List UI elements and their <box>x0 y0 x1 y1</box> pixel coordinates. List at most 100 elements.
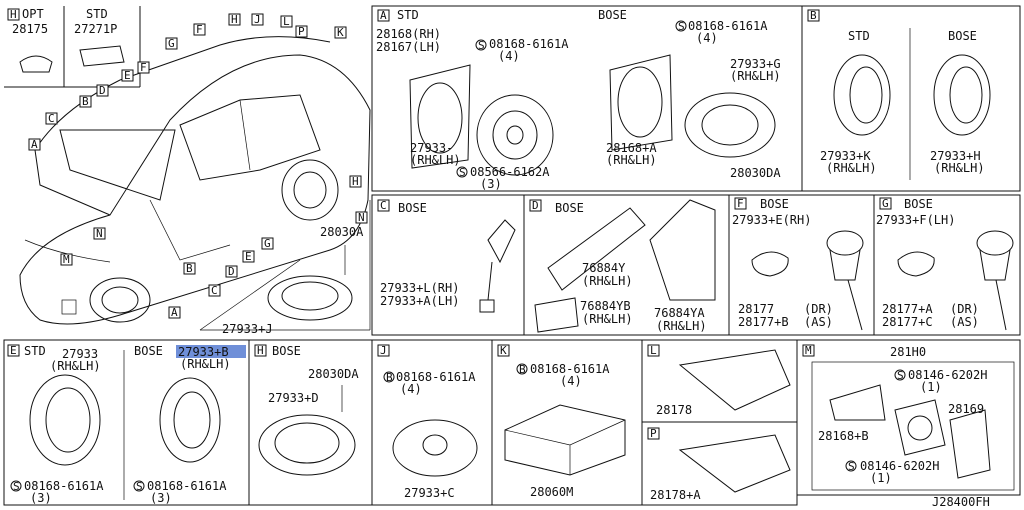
speaker-b-std-icon <box>833 54 891 136</box>
screw-e-std[interactable]: 08168-6161A <box>24 479 104 493</box>
grille-28178-icon <box>678 349 791 411</box>
svg-text:STD: STD <box>848 29 870 43</box>
amplifier-28060m-icon <box>504 404 626 476</box>
svg-text:(RH&LH): (RH&LH) <box>582 312 633 326</box>
part-27933-d[interactable]: 27933+D <box>268 391 319 405</box>
section-d: D BOSE 76884Y (RH&LH) 76884YB (RH&LH) 76… <box>529 199 716 333</box>
screw-m-top[interactable]: 08146-6202H <box>908 368 987 382</box>
section-e: E STD 27933 (RH&LH) BOSE 27933+B (RH&LH)… <box>7 344 246 505</box>
svg-text:(AS): (AS) <box>950 315 979 329</box>
subwoofer-icon <box>894 399 946 456</box>
grille-28177a-icon <box>897 251 935 277</box>
svg-text:(AS): (AS) <box>804 315 833 329</box>
part-28168-a[interactable]: 28168+A <box>606 141 657 155</box>
svg-text:D: D <box>99 84 106 97</box>
part-281h0[interactable]: 281H0 <box>890 345 926 359</box>
svg-text:E: E <box>245 250 252 263</box>
part-27933-j[interactable]: 27933+J <box>222 322 273 336</box>
svg-text:BOSE: BOSE <box>555 201 584 215</box>
svg-text:27933-[interactable]: 27933- <box>410 141 453 155</box>
svg-text:(3): (3) <box>150 491 172 505</box>
part-27933-l[interactable]: 27933+L(RH) <box>380 281 459 295</box>
part-76884y[interactable]: 76884Y <box>582 261 626 275</box>
svg-text:(RH&LH): (RH&LH) <box>180 357 231 371</box>
svg-text:F: F <box>140 61 147 74</box>
part-27933-a[interactable]: 27933+A(LH) <box>380 294 459 308</box>
speaker-a-bose-icon <box>684 92 776 158</box>
svg-text:A: A <box>171 306 178 319</box>
screw-08566-6162a[interactable]: 08566-6162A <box>470 165 550 179</box>
svg-text:(4): (4) <box>400 382 422 396</box>
part-28178-a[interactable]: 28178+A <box>650 488 701 502</box>
svg-text:H: H <box>231 13 238 26</box>
part-27933-h[interactable]: 27933+H <box>930 149 981 163</box>
screw-j[interactable]: 08168-6161A <box>396 370 476 384</box>
svg-text:C: C <box>48 112 55 125</box>
part-28169[interactable]: 28169 <box>948 402 984 416</box>
part-27933-e[interactable]: 27933+E(RH) <box>732 213 811 227</box>
part-28030a[interactable]: 28030A <box>320 225 364 239</box>
part-28177-c[interactable]: 28177+C <box>882 315 933 329</box>
speaker-e-std-icon <box>29 374 101 466</box>
svg-text:A: A <box>31 138 38 151</box>
section-m: M 281H0 S 08146-6202H (1) 28169 28168+B … <box>802 344 1015 491</box>
highlight-27933-b <box>176 345 246 358</box>
section-p: P 28178+A <box>647 427 791 502</box>
part-28030da[interactable]: 28030DA <box>730 166 781 180</box>
svg-text:S: S <box>13 480 20 493</box>
part-27933-f[interactable]: 27933+F(LH) <box>876 213 955 227</box>
screw-m-bottom[interactable]: 08146-6202H <box>860 459 939 473</box>
svg-text:BOSE: BOSE <box>398 201 427 215</box>
svg-text:(DR): (DR) <box>804 302 833 316</box>
svg-text:A: A <box>380 9 387 22</box>
car-callouts: G F H J L P K E F B D C A N M B A C D E … <box>28 13 362 319</box>
speaker-b-bose-icon <box>933 54 991 136</box>
screw-08168-6161a[interactable]: 08168-6161A <box>489 37 569 51</box>
part-27933-b[interactable]: 27933+B <box>178 345 229 359</box>
svg-text:(RH&LH): (RH&LH) <box>50 359 101 373</box>
svg-text:B: B <box>82 95 89 108</box>
std-part[interactable]: 27271P <box>74 22 117 36</box>
part-27933-c[interactable]: 27933+C <box>404 486 455 500</box>
part-28060m[interactable]: 28060M <box>530 485 573 499</box>
part-76884ya[interactable]: 76884YA <box>654 306 705 320</box>
svg-text:(4): (4) <box>696 31 718 45</box>
part-27933[interactable]: 27933 <box>62 347 98 361</box>
part-28030da-h[interactable]: 28030DA <box>308 367 359 381</box>
svg-text:(4): (4) <box>560 374 582 388</box>
part-28168-rh[interactable]: 28168(RH) <box>376 27 441 41</box>
svg-text:S: S <box>848 460 855 473</box>
part-28167-lh[interactable]: 28167(LH) <box>376 40 441 54</box>
svg-text:(3): (3) <box>480 177 502 191</box>
svg-text:M: M <box>63 253 70 266</box>
part-28178[interactable]: 28178 <box>656 403 692 417</box>
svg-text:J: J <box>254 13 261 26</box>
part-27933-g[interactable]: 27933+G <box>730 57 781 71</box>
part-28177[interactable]: 28177 <box>738 302 774 316</box>
svg-text:(RH&LH): (RH&LH) <box>934 161 985 175</box>
tweeter-c-icon <box>487 219 516 264</box>
opt-letter: H <box>10 8 17 21</box>
part-76884yb[interactable]: 76884YB <box>580 299 631 313</box>
part-28177-a[interactable]: 28177+A <box>882 302 933 316</box>
screw-bose-08168-6161a[interactable]: 08168-6161A <box>688 19 768 33</box>
svg-text:B: B <box>810 9 817 22</box>
part-28168-b[interactable]: 28168+B <box>818 429 869 443</box>
speaker-a-std-icon <box>476 94 554 176</box>
svg-text:(1): (1) <box>920 380 942 394</box>
opt-label: OPT <box>22 7 44 21</box>
opt-part[interactable]: 28175 <box>12 22 48 36</box>
bracket-28168-icon <box>409 64 471 169</box>
pad-76884ya-icon <box>649 199 716 301</box>
clip-28175-icon <box>19 55 53 73</box>
std-label: STD <box>86 7 108 21</box>
section-k: K B 08168-6161A (4) 28060M <box>497 344 626 499</box>
part-28177-b[interactable]: 28177+B <box>738 315 789 329</box>
screw-k[interactable]: 08168-6161A <box>530 362 610 376</box>
svg-text:(4): (4) <box>498 49 520 63</box>
screw-e-bose[interactable]: 08168-6161A <box>147 479 227 493</box>
part-27933-k[interactable]: 27933+K <box>820 149 871 163</box>
top-left-options: H OPT 28175 STD 27271P <box>4 6 141 88</box>
svg-text:G: G <box>168 37 175 50</box>
